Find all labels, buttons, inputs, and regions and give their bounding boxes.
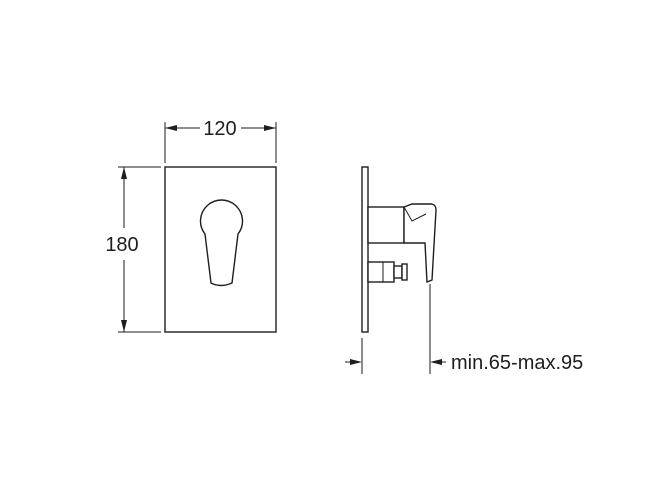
front-view xyxy=(164,166,277,333)
cover-plate xyxy=(164,166,277,333)
depth-dimension: min.65-max.95 xyxy=(345,284,583,374)
depth-label: min.65-max.95 xyxy=(451,352,583,374)
width-dimension: 120 xyxy=(164,118,277,163)
side-view xyxy=(361,166,437,333)
width-label: 120 xyxy=(203,118,236,140)
valve-body xyxy=(367,206,405,244)
side-lever xyxy=(403,203,437,284)
pipe-connector xyxy=(367,261,395,283)
height-label: 180 xyxy=(105,234,138,256)
side-plate xyxy=(361,166,369,333)
handle-outline xyxy=(199,199,244,287)
height-dimension: 180 xyxy=(105,166,161,333)
